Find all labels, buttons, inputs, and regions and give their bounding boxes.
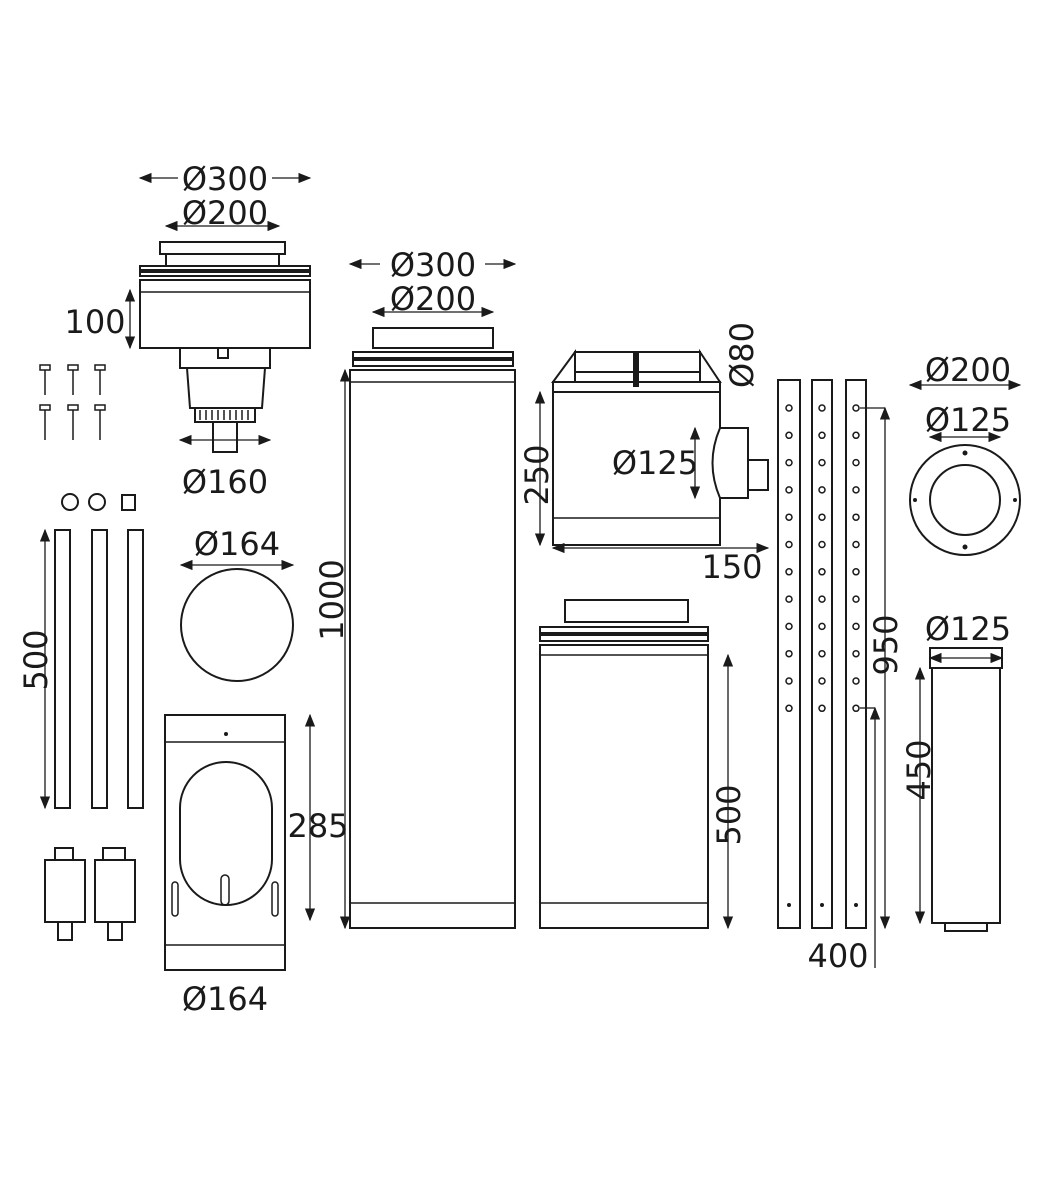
rail-hole [818, 622, 826, 631]
rail-hole [785, 622, 793, 631]
pipe-500: 500 [539, 599, 748, 930]
rail-hole [852, 677, 860, 685]
dim-sleeve-diameter: Ø164 [182, 980, 268, 1018]
dim-tee-branch: Ø125 [612, 444, 698, 482]
wall-ring: Ø200 Ø125 [908, 351, 1022, 556]
rail-hole [785, 458, 793, 467]
terminal-adapter [139, 241, 311, 453]
rail-hole [852, 540, 860, 549]
dim-terminal-inner: Ø200 [182, 194, 268, 232]
rail-hole [818, 486, 826, 494]
rail-hole [818, 649, 826, 658]
rail-hole [785, 649, 793, 658]
rods: 500 [17, 528, 144, 810]
rail-hole [818, 704, 826, 713]
rail-hole [787, 903, 791, 907]
dim-rail-length: 950 [867, 614, 905, 675]
rail-hole [785, 431, 793, 440]
bolts [39, 364, 106, 440]
dim-terminal-spigot: Ø160 [182, 463, 268, 501]
rail-hole [852, 486, 860, 494]
dim-plate-diameter: Ø164 [194, 525, 280, 563]
rail-hole [785, 595, 793, 603]
rail-hole [785, 540, 793, 549]
rail-hole [818, 540, 826, 549]
dim-rod-length: 500 [17, 629, 55, 690]
dim-ring-outer: Ø200 [925, 351, 1011, 389]
dim-pipe450-length: 450 [900, 739, 938, 800]
dim-tee-top: Ø80 [723, 322, 761, 388]
pipe-450: Ø125 450 [900, 610, 1011, 932]
filters [44, 847, 136, 941]
rail-hole [785, 513, 793, 521]
tee-piece: 250 Ø125 Ø80 150 [518, 322, 770, 586]
dim-terminal-outer: Ø300 [182, 160, 268, 198]
rail-hole [852, 431, 860, 440]
dim-terminal-height: 100 [64, 303, 125, 341]
rail-hole [785, 704, 793, 713]
dim-rail-spacing: 400 [807, 937, 868, 975]
rail-hole [785, 404, 793, 412]
dim-pipe450-diameter: Ø125 [925, 610, 1011, 648]
dim-pipe1000-length: 1000 [313, 559, 351, 640]
inspection-sleeve: 285 Ø164 [164, 713, 349, 1018]
pipe-1000: Ø300 Ø200 1000 [313, 246, 517, 930]
rail-hole [785, 677, 793, 685]
rail-hole [852, 513, 860, 521]
rail-hole [820, 903, 824, 907]
rail-hole [854, 903, 858, 907]
rail-hole [852, 595, 860, 603]
dim-pipe1000-inner: Ø200 [390, 280, 476, 318]
cover-plate: Ø164 [179, 525, 295, 682]
rail-hole [818, 431, 826, 440]
rail-hole [852, 568, 860, 576]
terminal-dimensions: Ø300 Ø200 100 Ø160 [64, 160, 312, 501]
rail-hole [852, 704, 860, 713]
washers [61, 493, 136, 511]
dim-ring-inner: Ø125 [925, 401, 1011, 439]
rail-hole [852, 649, 860, 658]
rail-hole [818, 458, 826, 467]
rail-hole [818, 404, 826, 412]
rail-hole [852, 404, 860, 412]
rail-hole [818, 677, 826, 685]
dim-pipe500-length: 500 [710, 784, 748, 845]
rail-hole [852, 622, 860, 631]
dim-pipe1000-outer: Ø300 [390, 246, 476, 284]
rail-hole [785, 486, 793, 494]
rail-hole [785, 568, 793, 576]
rail-hole [818, 568, 826, 576]
rail-hole [852, 458, 860, 467]
dim-tee-height: 250 [518, 444, 556, 505]
mounting-rails: 950 400 [777, 379, 905, 975]
dim-sleeve-height: 285 [287, 807, 348, 845]
dim-tee-branch-length: 150 [701, 548, 762, 586]
rail-hole [818, 513, 826, 521]
rail-hole [818, 595, 826, 603]
